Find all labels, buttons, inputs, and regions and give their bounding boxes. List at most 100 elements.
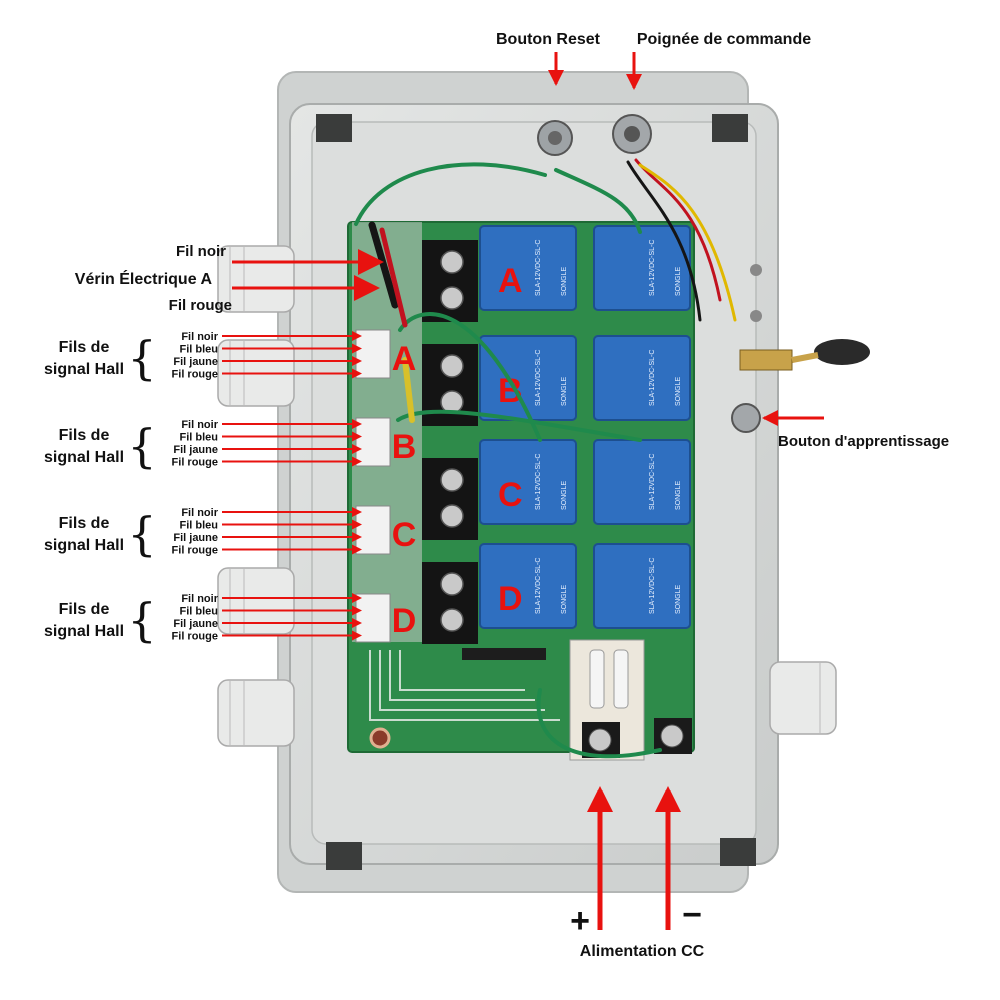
fuse-1 <box>589 649 605 709</box>
relay-4-2: SLA-12VDC-SL-C SONGLE <box>593 543 691 629</box>
hall-group-title-line2: signal Hall <box>44 623 124 640</box>
yellow-sleeve <box>402 357 415 423</box>
hall-wire-label: Fil noir <box>181 507 218 519</box>
relay-letter-a: A <box>498 262 523 300</box>
hall-wire-label: Fil bleu <box>180 432 219 444</box>
hall-group-letter: D <box>392 602 417 640</box>
pcb-mount-hole <box>369 727 391 749</box>
hall-wire-label: Fil noir <box>181 593 218 605</box>
hall-wire-label: Fil noir <box>181 419 218 431</box>
hall-group-brace: { <box>127 331 156 385</box>
pcb-traces <box>369 650 560 721</box>
control-handle-label: Poignée de commande <box>637 31 811 48</box>
actuator-black-wire-label: Fil noir <box>176 243 226 260</box>
hall-wire-label: Fil rouge <box>172 457 218 469</box>
hall-wire-label: Fil rouge <box>172 631 218 643</box>
fuse-2 <box>613 649 629 709</box>
black-wire-handle <box>626 160 702 322</box>
hall-wire-label: Fil bleu <box>180 606 219 618</box>
relay-model-text: SLA-12VDC-SL-C <box>535 350 542 406</box>
cable-gland-left-3 <box>217 567 295 635</box>
actuator-red-wire <box>379 227 408 328</box>
relay-model-text: SLA-12VDC-SL-C <box>649 350 656 406</box>
relay-brand-text: SONGLE <box>675 266 682 296</box>
green-wire-bottom <box>536 688 662 759</box>
relay-brand-text: SONGLE <box>675 480 682 510</box>
green-wire-top-right <box>554 168 642 234</box>
relay-brand-text: SONGLE <box>561 584 568 614</box>
hall-group-brace: { <box>127 507 156 561</box>
hall-wire-label: Fil bleu <box>180 344 219 356</box>
hall-wire-label: Fil jaune <box>173 444 218 456</box>
relay-brand-text: SONGLE <box>561 376 568 406</box>
internal-wires <box>354 158 737 759</box>
hall-wire-label: Fil bleu <box>180 520 219 532</box>
relay-letter-c: C <box>498 476 523 514</box>
cable-gland-left-4 <box>217 679 295 747</box>
dc-power-label: Alimentation CC <box>580 943 705 960</box>
hall-wire-label: Fil jaune <box>173 618 218 630</box>
relay-model-text: SLA-12VDC-SL-C <box>535 558 542 614</box>
antenna-connector <box>739 339 870 371</box>
relay-3-2: SLA-12VDC-SL-C SONGLE <box>593 439 691 525</box>
hall-header-d <box>355 593 391 643</box>
pcb-pin-header <box>462 648 546 660</box>
corner-screw-br <box>720 838 756 866</box>
hall-header-c <box>355 505 391 555</box>
relay-model-text: SLA-12VDC-SL-C <box>649 558 656 614</box>
fuse-holder <box>569 639 692 761</box>
learn-button-connector <box>731 403 761 433</box>
hall-group-title-line1: Fils de <box>59 601 110 618</box>
relay-3-1: SLA-12VDC-SL-C SONGLE C <box>479 439 577 525</box>
hall-group-title-line1: Fils de <box>59 339 110 356</box>
relay-letter-d: D <box>498 580 523 618</box>
hall-wire-label: Fil rouge <box>172 545 218 557</box>
hall-group-letter: B <box>392 428 417 466</box>
hall-group-title-line2: signal Hall <box>44 449 124 466</box>
hall-group-letter: A <box>392 340 417 378</box>
relay-model-text: SLA-12VDC-SL-C <box>535 454 542 510</box>
hall-group-title-line1: Fils de <box>59 427 110 444</box>
green-wire-top-left <box>354 162 547 226</box>
reset-button-core <box>548 131 562 145</box>
dc-minus-sign: − <box>682 896 702 934</box>
relay-brand-text: SONGLE <box>675 584 682 614</box>
relay-1-2: SLA-12VDC-SL-C SONGLE <box>593 225 691 311</box>
hall-wire-label: Fil rouge <box>172 369 218 381</box>
hall-group-brace: { <box>127 419 156 473</box>
relay-brand-text: SONGLE <box>561 480 568 510</box>
actuator-red-wire-label: Fil rouge <box>169 297 232 314</box>
corner-screw-tl <box>316 114 352 142</box>
corner-screw-bl <box>326 842 362 870</box>
hall-wire-label: Fil jaune <box>173 356 218 368</box>
dc-plus-sign: + <box>570 902 590 940</box>
cable-gland-right <box>769 661 837 735</box>
relay-model-text: SLA-12VDC-SL-C <box>649 454 656 510</box>
relay-2-2: SLA-12VDC-SL-C SONGLE <box>593 335 691 421</box>
green-wire-mid <box>398 312 542 442</box>
reset-button-label: Bouton Reset <box>496 31 601 48</box>
hall-group-title-line2: signal Hall <box>44 361 124 378</box>
relay-4-1: SLA-12VDC-SL-C SONGLE D <box>479 543 577 629</box>
yellow-wire-handle <box>638 163 737 322</box>
hall-wire-label: Fil noir <box>181 331 218 343</box>
relays: SLA-12VDC-SL-C SONGLE A SLA-12VDC-SL-C SONGL… <box>479 225 691 629</box>
hall-group-title-line2: signal Hall <box>44 537 124 554</box>
learn-button-label: Bouton d'apprentissage <box>778 433 949 450</box>
hall-wire-label: Fil jaune <box>173 532 218 544</box>
side-screw-1 <box>750 264 762 276</box>
actuator-name-label: Vérin Électrique A <box>75 269 213 288</box>
relay-brand-text: SONGLE <box>561 266 568 296</box>
relay-model-text: SLA-12VDC-SL-C <box>649 240 656 296</box>
corner-screw-tr <box>712 114 748 142</box>
relay-brand-text: SONGLE <box>675 376 682 406</box>
control-handle-core <box>624 126 640 142</box>
